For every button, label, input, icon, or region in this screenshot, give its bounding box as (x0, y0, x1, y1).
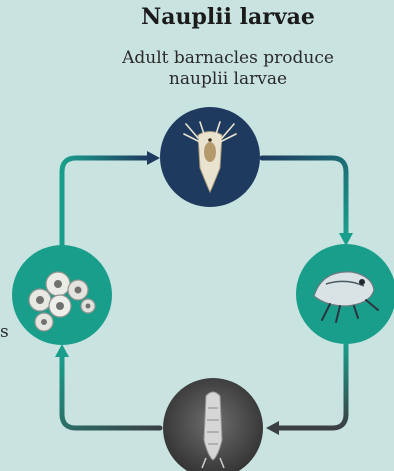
arrow-cyprid-to-juvenile (278, 344, 346, 428)
stage-adults (12, 245, 112, 345)
arrow-juvenile-to-adults (62, 356, 160, 428)
arrowhead-adults (55, 344, 69, 357)
stage-cyprid (296, 244, 394, 344)
stage-nauplius (160, 107, 260, 207)
arrow-adults-to-nauplius (62, 158, 148, 248)
arrow-nauplius-to-cyprid (262, 158, 346, 234)
stage-metamorphosis (163, 378, 263, 471)
arrowhead-juvenile (266, 421, 279, 435)
arrowhead-nauplius (147, 151, 160, 165)
